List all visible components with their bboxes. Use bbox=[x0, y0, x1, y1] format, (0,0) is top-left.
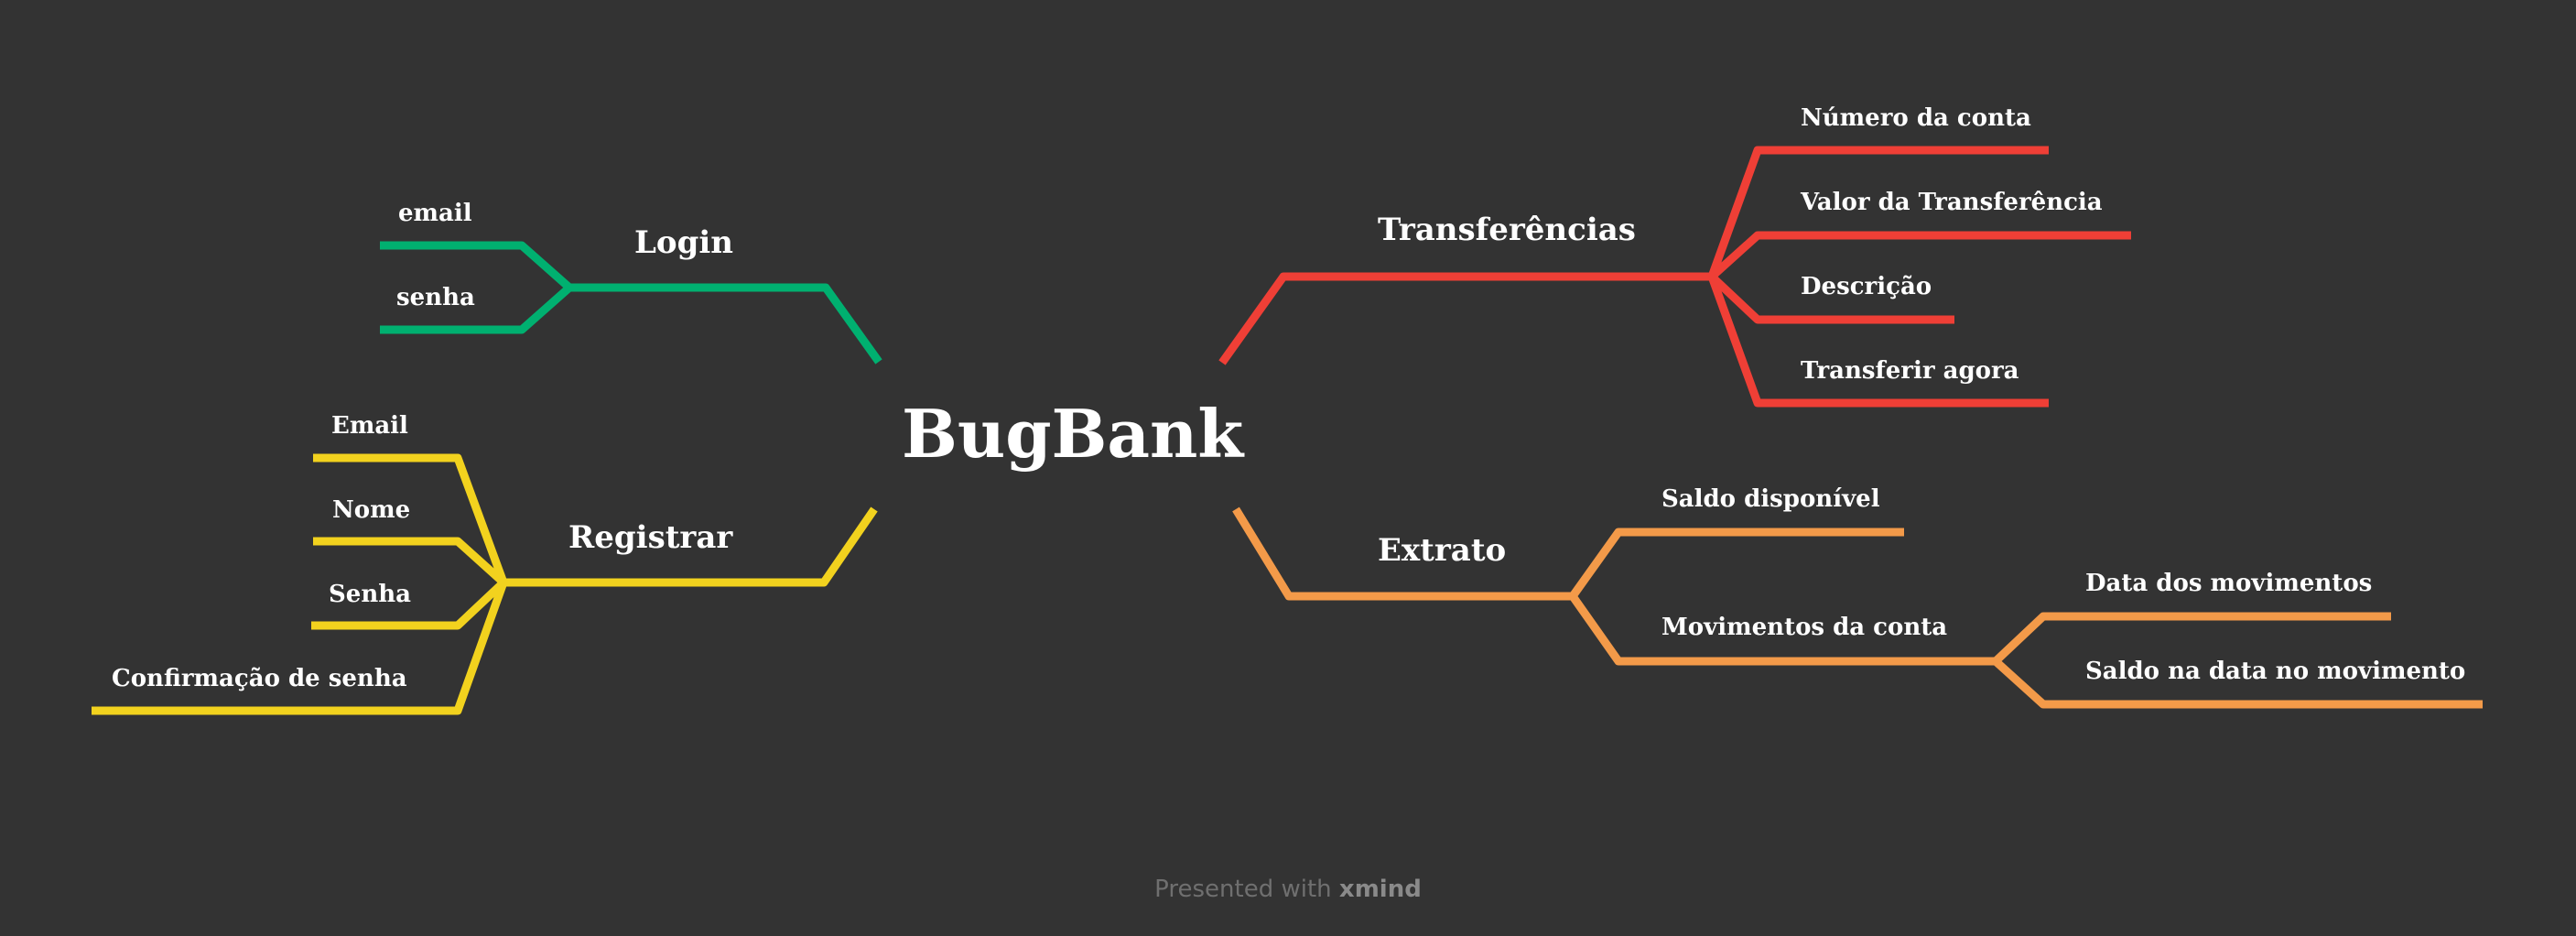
subtopic-data-dos-movimentos[interactable]: Data dos movimentos bbox=[2085, 570, 2373, 597]
subtopic-login-senha[interactable]: senha bbox=[396, 284, 475, 311]
xmind-logo-text: xmind bbox=[1338, 876, 1422, 903]
transferencias-connector bbox=[1218, 146, 2131, 408]
login-connector bbox=[380, 241, 882, 365]
registrar-connector bbox=[92, 453, 878, 715]
subtopic-saldo-na-data[interactable]: Saldo na data no movimento bbox=[2085, 658, 2466, 685]
subtopic-transferir-agora[interactable]: Transferir agora bbox=[1801, 357, 2019, 385]
subtopic-valor-da-transferencia[interactable]: Valor da Transferência bbox=[1801, 189, 2103, 216]
subtopic-registrar-confirmacao[interactable]: Confirmação de senha bbox=[112, 665, 407, 692]
subtopic-login-email[interactable]: email bbox=[398, 200, 472, 227]
footer-prefix: Presented with bbox=[1154, 876, 1339, 903]
topic-transferencias[interactable]: Transferências bbox=[1378, 212, 1636, 248]
subtopic-registrar-senha[interactable]: Senha bbox=[329, 581, 411, 608]
subtopic-descricao[interactable]: Descrição bbox=[1801, 273, 1932, 300]
subtopic-numero-da-conta[interactable]: Número da conta bbox=[1801, 104, 2031, 132]
root-topic[interactable]: BugBank bbox=[902, 395, 1244, 473]
footer-credit: Presented with xmind bbox=[0, 877, 2576, 901]
topic-extrato[interactable]: Extrato bbox=[1378, 532, 1507, 569]
subtopic-movimentos-da-conta[interactable]: Movimentos da conta bbox=[1661, 614, 1948, 641]
subtopic-saldo-disponivel[interactable]: Saldo disponível bbox=[1661, 485, 1880, 513]
extrato-connector bbox=[1232, 506, 2483, 709]
topic-login[interactable]: Login bbox=[634, 224, 733, 261]
topic-registrar[interactable]: Registrar bbox=[568, 519, 733, 556]
subtopic-registrar-email[interactable]: Email bbox=[331, 412, 408, 440]
subtopic-registrar-nome[interactable]: Nome bbox=[332, 496, 411, 524]
